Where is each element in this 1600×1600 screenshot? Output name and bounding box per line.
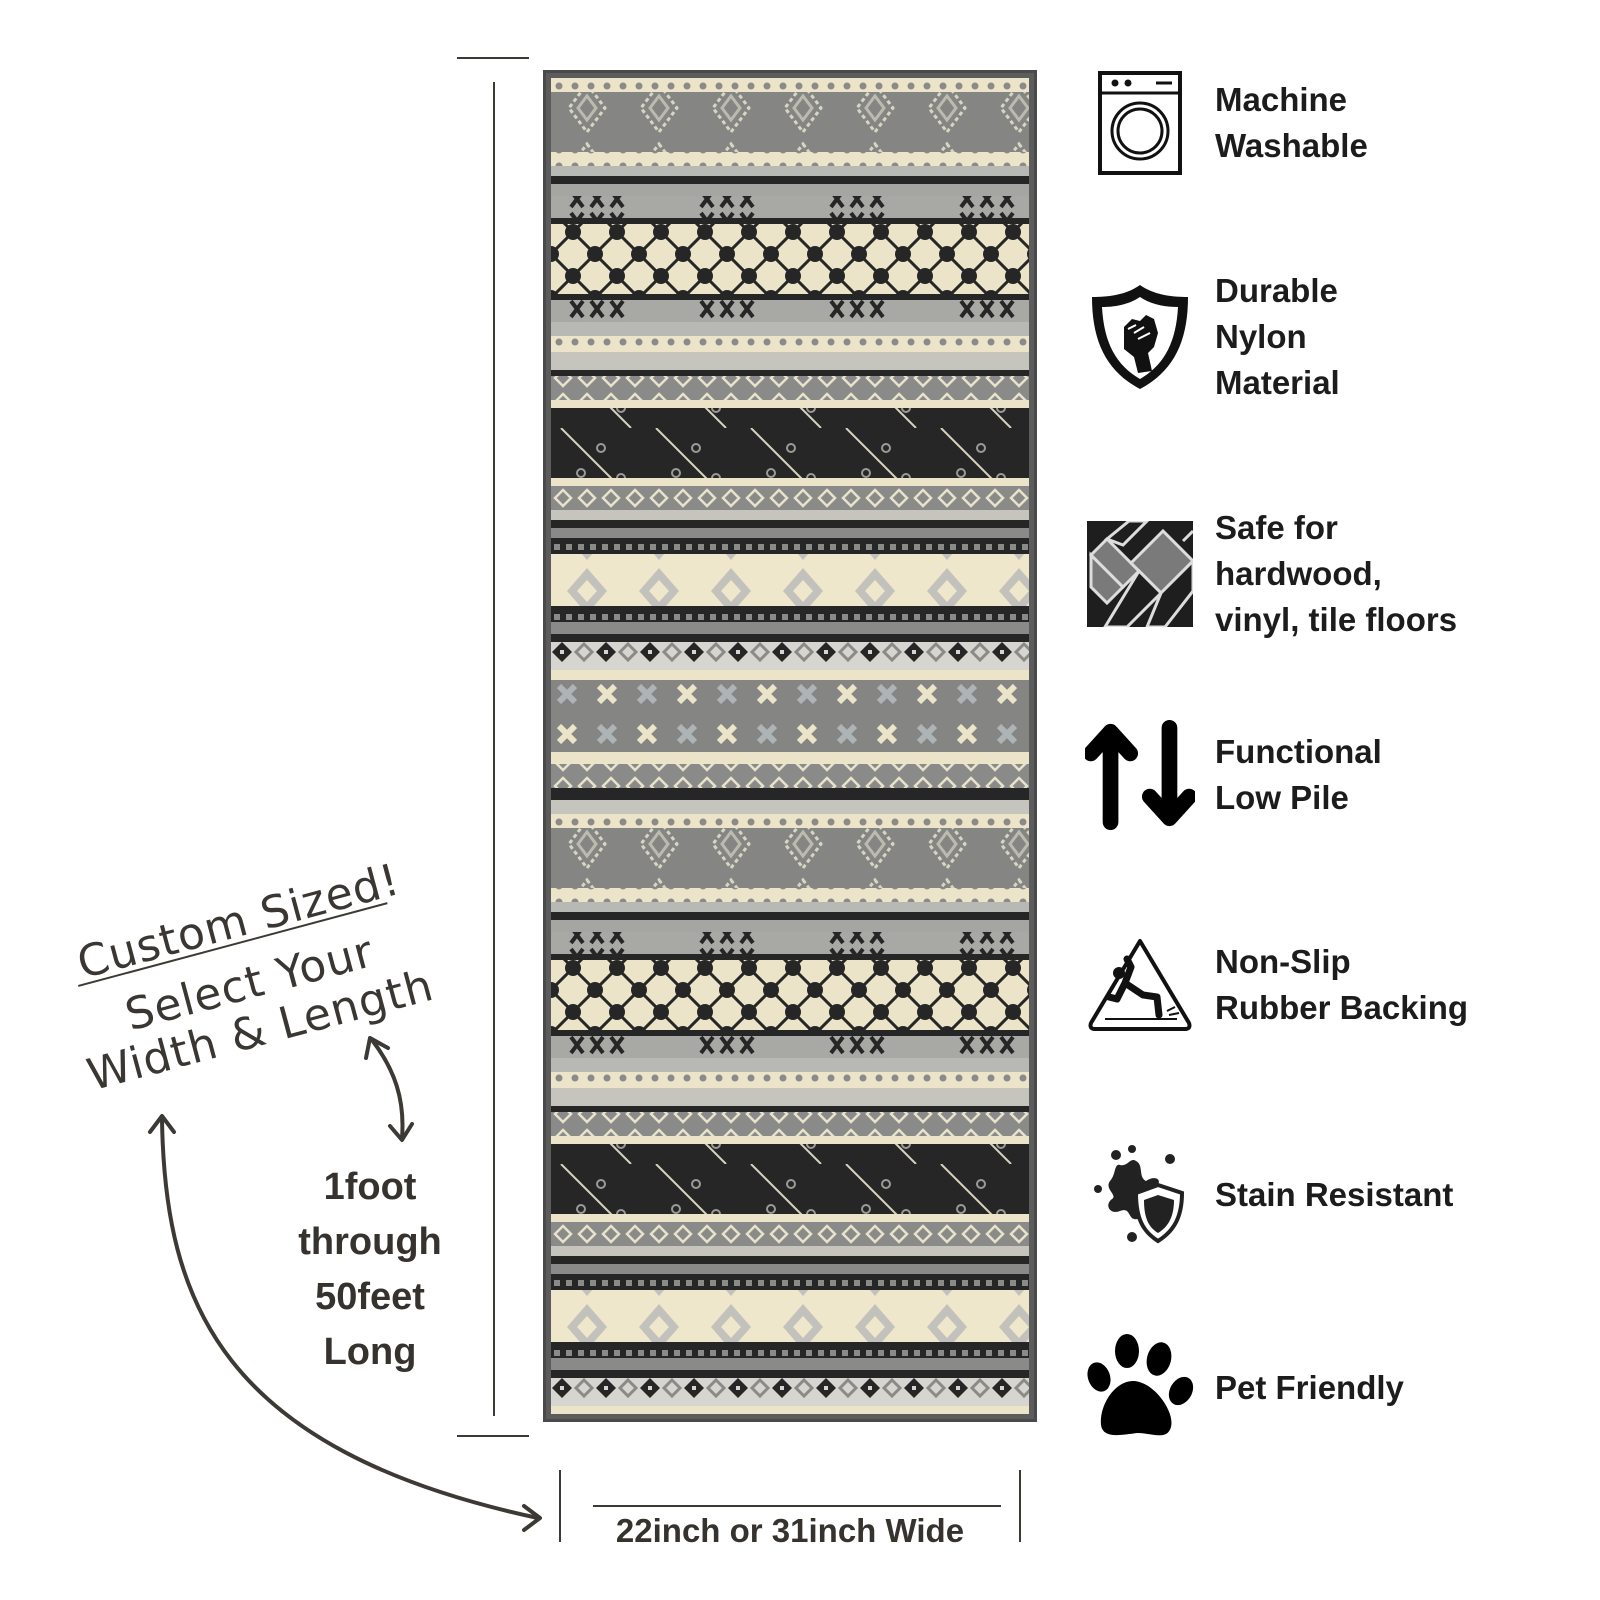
length-bottom-tick xyxy=(457,1435,529,1437)
stain-shield-icon xyxy=(1085,1140,1195,1250)
length-line xyxy=(493,82,495,1416)
floor-tiles-icon xyxy=(1085,519,1195,629)
length-top-tick xyxy=(457,57,529,59)
paw-print-icon xyxy=(1085,1333,1195,1443)
shield-fist-icon xyxy=(1085,282,1195,392)
rug-pattern xyxy=(551,78,1029,1414)
length-line-4: Long xyxy=(323,1331,417,1373)
feature-non-slip: Non-Slip Rubber Backing xyxy=(1085,930,1468,1040)
feature-durable-nylon: Durable Nylon Material xyxy=(1085,268,1340,406)
up-down-arrows-icon xyxy=(1085,720,1195,830)
length-line-1: 1foot xyxy=(323,1166,417,1208)
feature-label: Pet Friendly xyxy=(1215,1369,1404,1406)
length-line-3: 50feet xyxy=(315,1276,425,1318)
width-left-tick xyxy=(559,1470,561,1542)
curved-arrows xyxy=(148,1036,542,1532)
length-line-2: through xyxy=(298,1221,442,1263)
length-range-label: 1foot through 50feet Long xyxy=(270,1160,470,1380)
width-right-tick xyxy=(1019,1470,1021,1542)
feature-label: Non-Slip Rubber Backing xyxy=(1215,943,1469,1026)
washing-machine-icon xyxy=(1085,68,1195,178)
width-line xyxy=(593,1505,1001,1507)
slip-warning-icon xyxy=(1085,930,1195,1040)
width-options-label: 22inch or 31inch Wide xyxy=(615,1512,965,1549)
feature-label: Safe for hardwood, vinyl, tile floors xyxy=(1215,509,1458,638)
feature-low-pile: Functional Low Pile xyxy=(1085,720,1382,830)
feature-label: Functional Low Pile xyxy=(1215,733,1382,816)
long-arrow-icon xyxy=(160,1118,540,1520)
rug-runner-image xyxy=(543,70,1037,1422)
feature-label: Stain Resistant xyxy=(1215,1176,1454,1213)
feature-pet-friendly: Pet Friendly xyxy=(1085,1333,1404,1443)
feature-label: Durable Nylon Material xyxy=(1215,272,1340,401)
feature-machine-washable: Machine Washable xyxy=(1085,68,1368,178)
feature-label: Machine Washable xyxy=(1215,81,1368,164)
feature-safe-floors: Safe for hardwood, vinyl, tile floors xyxy=(1085,505,1457,643)
short-arrow-icon xyxy=(370,1038,405,1140)
feature-stain-resistant: Stain Resistant xyxy=(1085,1140,1453,1250)
